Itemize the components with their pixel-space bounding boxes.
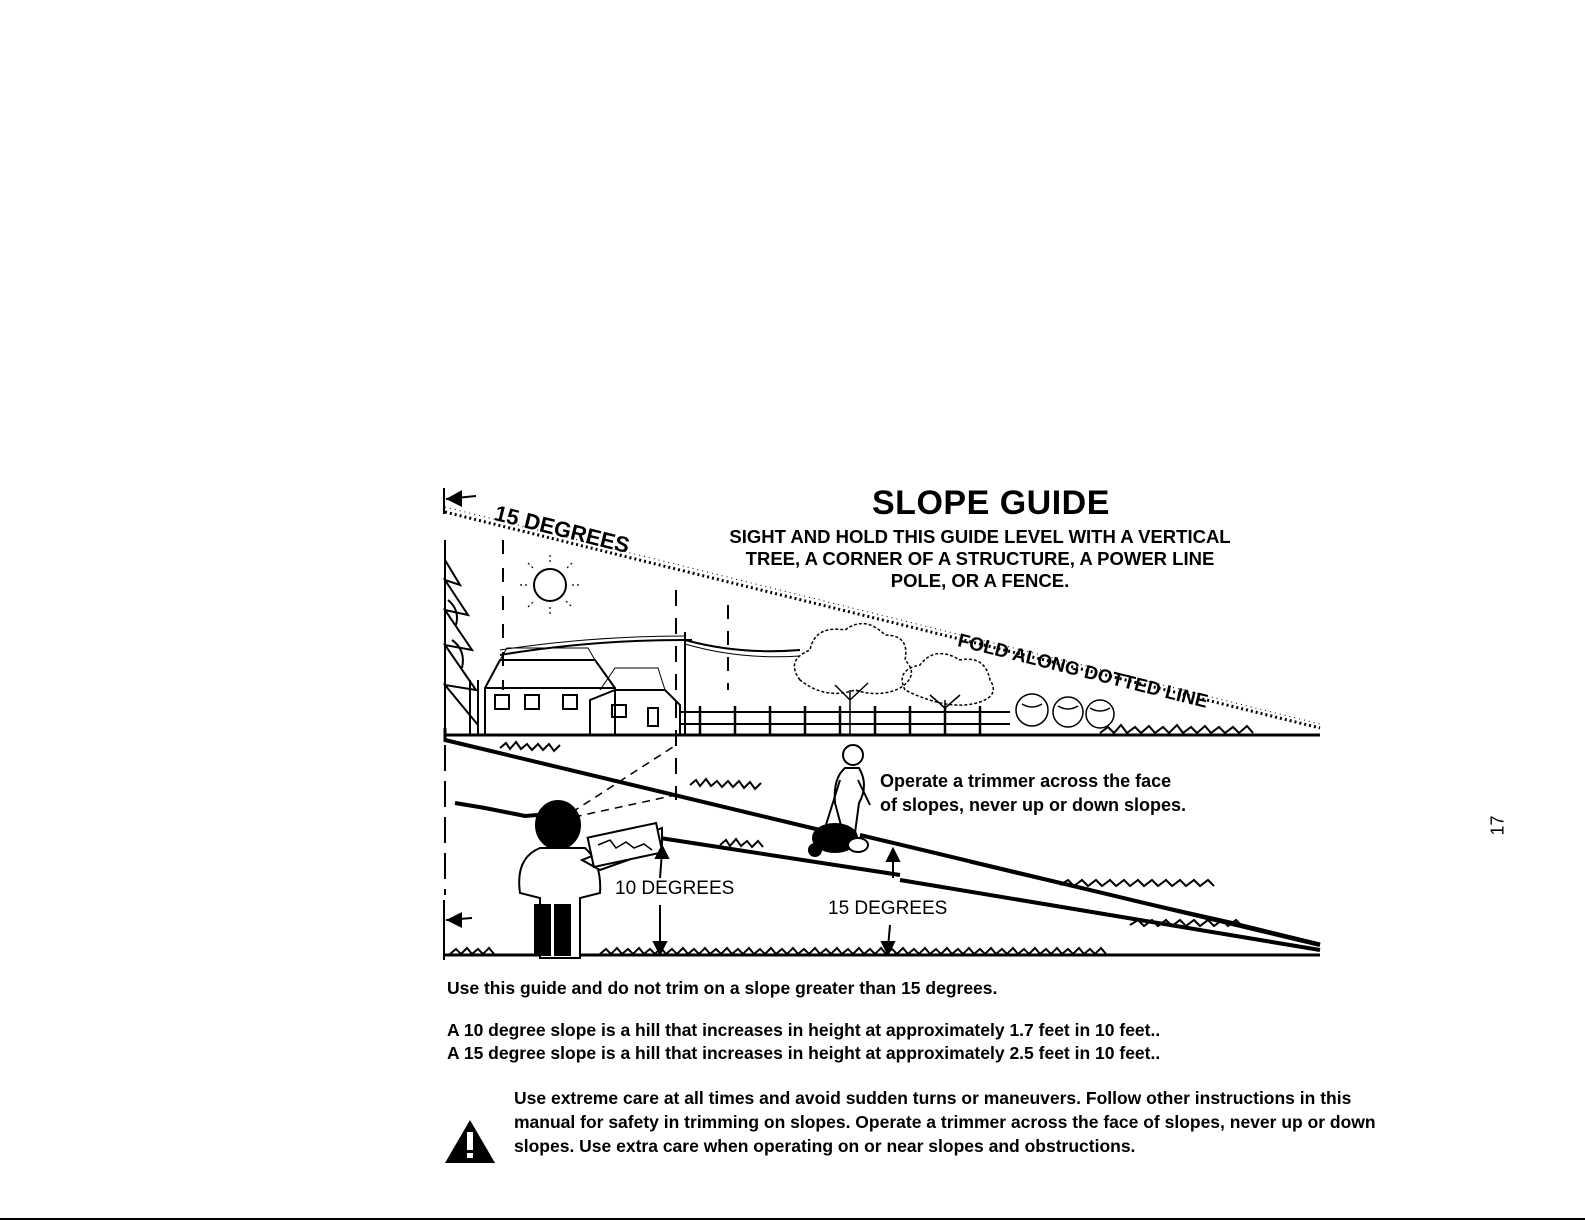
usage-line-1: Use this guide and do not trim on a slop… — [447, 978, 998, 998]
top-dotted-line-2 — [444, 506, 1321, 725]
page-number: 17 — [1487, 815, 1508, 836]
guide-instruction: SIGHT AND HOLD THIS GUIDE LEVEL WITH A V… — [690, 526, 1270, 592]
top-left-arrow-icon — [443, 488, 477, 514]
deciduous-trees-icon — [793, 622, 995, 735]
bottom-grass — [449, 946, 1107, 956]
ten-degrees-arrow-icon — [652, 843, 670, 957]
fence-icon — [680, 706, 1010, 736]
bottom-left-arrow-icon — [443, 900, 473, 960]
top-dotted-line — [444, 510, 1321, 730]
instruction-line-2: TREE, A CORNER OF A STRUCTURE, A POWER L… — [745, 548, 1215, 569]
instruction-line-1: SIGHT AND HOLD THIS GUIDE LEVEL WITH A V… — [729, 526, 1231, 547]
person-with-trimmer-icon — [808, 744, 871, 857]
fifteen-degrees-arrow-icon — [880, 846, 901, 957]
person-holding-guide-icon — [518, 800, 664, 959]
warning-line-1: Use extreme care at all times and avoid … — [514, 1088, 1352, 1108]
page-title: SLOPE GUIDE — [872, 484, 1110, 522]
operate-note: Operate a trimmer across the face of slo… — [880, 769, 1186, 817]
horizon-grass — [1099, 723, 1254, 735]
warning-text: Use extreme care at all times and avoid … — [514, 1086, 1376, 1158]
hill-lower-line — [859, 833, 1321, 952]
operate-line-2: of slopes, never up or down slopes. — [880, 795, 1187, 815]
house-icon — [469, 647, 681, 735]
sun-icon — [520, 555, 582, 616]
usage-line-3: A 15 degree slope is a hill that increas… — [447, 1043, 1161, 1063]
hill-lower-texture — [1059, 878, 1243, 928]
ten-degrees-label: 10 DEGREES — [615, 878, 735, 899]
warning-line-2: manual for safety in trimming on slopes.… — [514, 1112, 1376, 1132]
usage-line-2: A 10 degree slope is a hill that increas… — [447, 1020, 1161, 1040]
evergreen-tree-icon — [442, 540, 479, 735]
operate-line-1: Operate a trimmer across the face — [880, 771, 1172, 791]
instruction-line-3: POLE, OR A FENCE. — [890, 570, 1070, 591]
fifteen-degrees-label: 15 DEGREES — [828, 898, 948, 919]
shrubs-icon — [1015, 693, 1115, 729]
warning-triangle-icon — [445, 1120, 495, 1163]
hill-grass-texture — [499, 740, 764, 849]
warning-line-3: slopes. Use extra care when operating on… — [514, 1136, 1136, 1156]
power-pole-icon — [499, 632, 801, 735]
